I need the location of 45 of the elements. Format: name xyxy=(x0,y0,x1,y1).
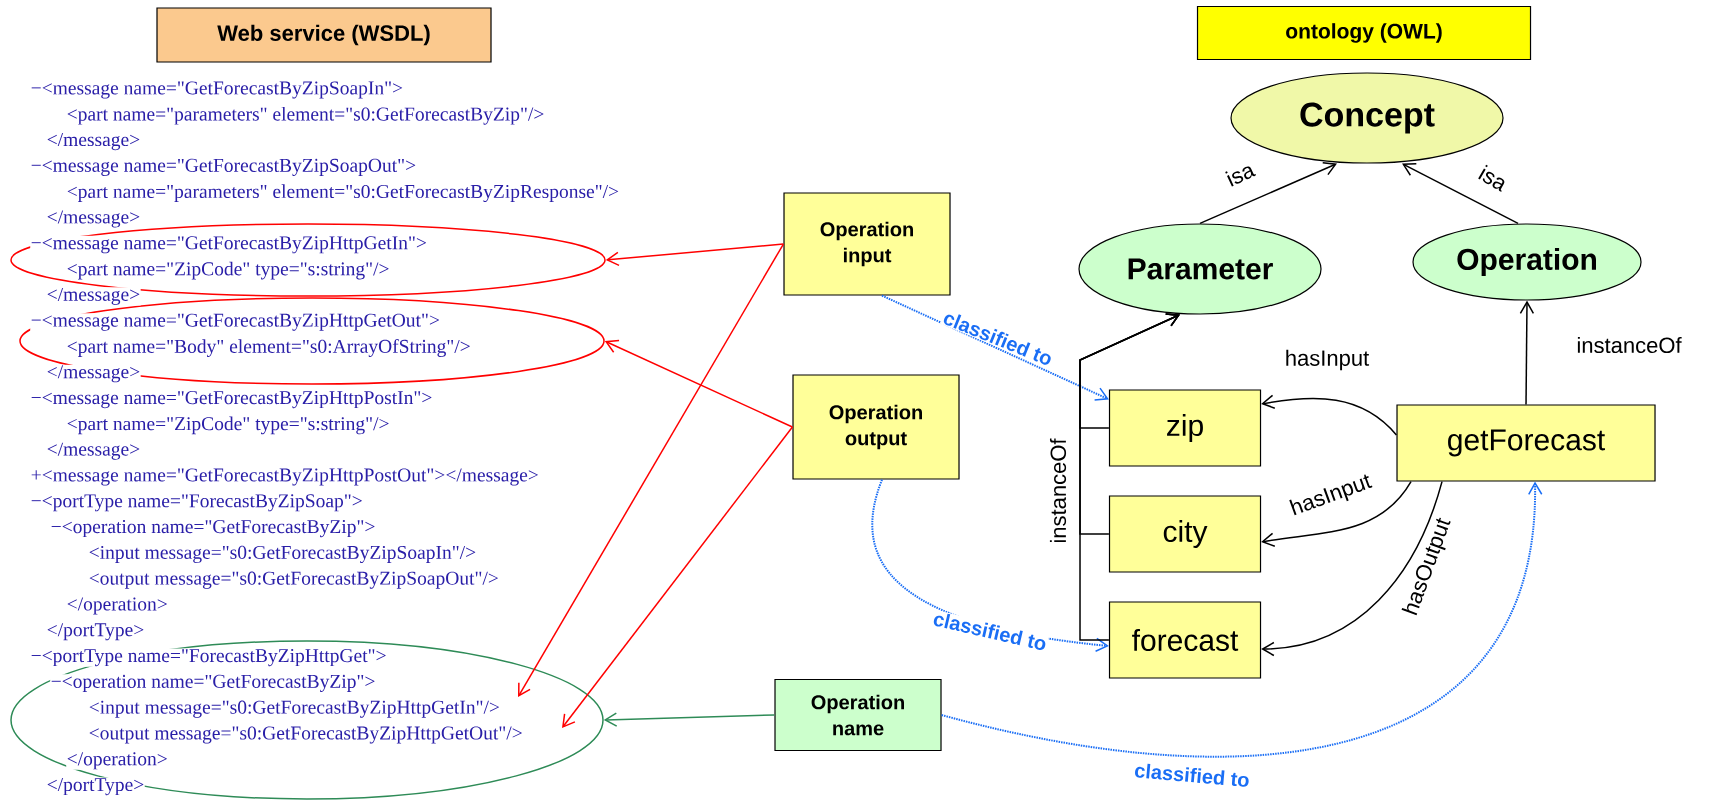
arrow xyxy=(1261,480,1412,547)
edge-label: isa xyxy=(1475,162,1511,194)
header-box: ontology (OWL) xyxy=(1196,5,1532,61)
code-line: <input message="s0:GetForecastByZipHttpGetIn"/> xyxy=(88,700,501,719)
arrow xyxy=(562,426,794,728)
edge-label: instanceOf xyxy=(1575,335,1683,355)
code-line: <part name="Body" element="s0:ArrayOfString"/> xyxy=(66,338,472,358)
arrow xyxy=(1402,162,1519,225)
arrow xyxy=(1519,300,1535,406)
arrow xyxy=(881,294,1109,401)
arrow xyxy=(518,243,785,697)
code-line: <input message="s0:GetForecastByZipSoapIn"/> xyxy=(88,545,477,564)
instance-box: city xyxy=(1108,495,1262,573)
arrow xyxy=(604,339,794,428)
instance-box: zip xyxy=(1108,389,1262,467)
code-line: <part name="ZipCode" type="s:string"/> xyxy=(66,261,390,280)
code-line: </operation> xyxy=(66,597,169,616)
arrow xyxy=(1261,480,1443,657)
edge-label: instanceOf xyxy=(1048,437,1068,545)
code-line: </message> xyxy=(46,442,141,461)
code-line: −<message name="GetForecastByZipSoapOut"> xyxy=(30,158,417,177)
code-line: −<portType name="ForecastByZipSoap"> xyxy=(30,493,364,512)
instance-box: getForecast xyxy=(1396,404,1656,482)
instance-box: forecast xyxy=(1108,601,1262,679)
edge-label: classified to xyxy=(1132,761,1252,789)
arrow xyxy=(1261,394,1398,436)
edge-label: hasInput xyxy=(1283,348,1371,372)
code-line: <output message="s0:GetForecastByZipHttpGetOut"/> xyxy=(88,725,524,745)
arrow xyxy=(1079,313,1180,641)
header-box: Web service (WSDL) xyxy=(156,7,492,63)
code-line: <part name="parameters" element="s0:GetForecastByZip"/> xyxy=(66,106,545,126)
concept-box: Operation input xyxy=(783,192,951,296)
arrow xyxy=(1199,162,1337,225)
code-line: </message> xyxy=(46,132,141,151)
arrow xyxy=(605,243,785,267)
code-line: −<operation name="GetForecastByZip"> xyxy=(50,519,376,538)
arrow xyxy=(603,712,776,727)
code-line: +<message name="GetForecastByZipHttpPostOut"></message> xyxy=(30,467,540,487)
code-line: −<message name="GetForecastByZipSoapIn"> xyxy=(30,80,404,100)
code-line: <part name="ZipCode" type="s:string"/> xyxy=(66,416,390,435)
concept-box: Operation name xyxy=(774,678,942,752)
arrow xyxy=(940,481,1543,758)
concept-box: Operation output xyxy=(792,374,960,480)
code-line: </message> xyxy=(46,210,141,229)
edge-label: classified to xyxy=(930,609,1050,653)
